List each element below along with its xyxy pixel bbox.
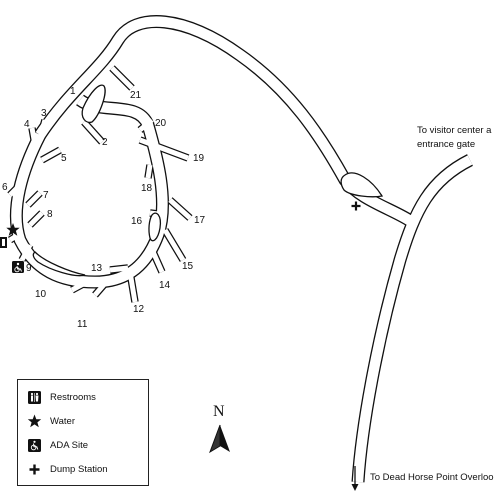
overlook-arrow-icon (351, 466, 359, 491)
site-label-21: 21 (130, 90, 142, 101)
map-legend: Restrooms Water ADA Site Dump Station (17, 379, 149, 486)
legend-item-ada: ADA Site (27, 437, 88, 453)
wheelchair-icon (27, 438, 42, 453)
site-label-14: 14 (159, 280, 171, 291)
site-label-6: 6 (2, 182, 8, 193)
site-label-1: 1 (70, 86, 76, 97)
site-label-2: 2 (102, 137, 108, 148)
plus-icon (27, 462, 42, 477)
legend-label-restrooms: Restrooms (50, 391, 96, 403)
site-label-12: 12 (133, 304, 145, 315)
wheelchair-icon (12, 261, 24, 273)
site-label-20: 20 (155, 118, 167, 129)
restroom-icon (27, 390, 42, 405)
north-label: N (213, 403, 225, 420)
legend-label-dump-station: Dump Station (50, 463, 108, 475)
site-label-17: 17 (194, 215, 206, 226)
entrance-gate-direction: entrance gate (417, 139, 475, 150)
legend-label-water: Water (50, 415, 75, 427)
dump-station-icon (351, 201, 361, 211)
visitor-center-direction: To visitor center a (417, 125, 492, 136)
site-label-10: 10 (35, 289, 47, 300)
site-label-5: 5 (61, 153, 67, 164)
star-icon (27, 414, 42, 429)
restroom-icon (0, 237, 7, 248)
north-arrow-icon (209, 424, 230, 454)
site-label-18: 18 (141, 183, 153, 194)
site-label-7: 7 (43, 190, 49, 201)
site-label-11: 11 (77, 319, 88, 330)
legend-item-water: Water (27, 413, 75, 429)
legend-label-ada: ADA Site (50, 439, 89, 451)
road-islands (32, 84, 384, 277)
water-icon (6, 223, 20, 236)
legend-item-restrooms: Restrooms (27, 389, 96, 405)
site-label-4: 4 (24, 119, 30, 130)
site-label-15: 15 (182, 261, 194, 272)
site-label-19: 19 (193, 153, 205, 164)
site-label-8: 8 (47, 209, 53, 220)
site-label-16: 16 (131, 216, 143, 227)
site-label-9: 9 (26, 263, 32, 274)
site-labels: 1 2 3 4 5 6 7 8 9 10 11 12 13 14 15 16 1… (2, 86, 206, 330)
site-label-13: 13 (91, 263, 103, 274)
legend-item-dump-station: Dump Station (27, 461, 108, 477)
site-label-3: 3 (41, 108, 47, 119)
overlook-direction: To Dead Horse Point Overloo (370, 472, 494, 483)
